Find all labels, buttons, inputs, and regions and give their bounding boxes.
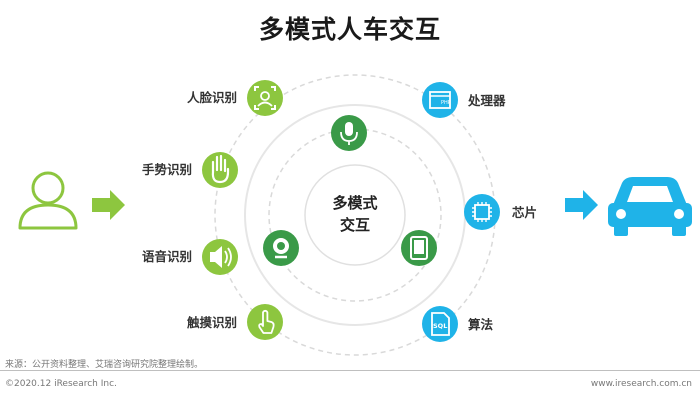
hand-gesture-icon (202, 152, 238, 188)
label-chip: 芯片 (512, 205, 538, 220)
page-title: 多模式人车交互 (258, 15, 441, 44)
label-gesture-recognition: 手势识别 (141, 162, 192, 177)
website-link: www.iresearch.com.cn (590, 379, 692, 389)
source-note: 来源：公开资料整理、艾瑞咨询研究院整理绘制。 (5, 360, 204, 370)
microphone-icon (331, 115, 367, 151)
label-algorithm: 算法 (468, 317, 494, 332)
speaker-icon (202, 239, 238, 275)
copyright-text: ©2020.12 iResearch Inc. (5, 379, 117, 389)
tablet-icon (401, 230, 437, 266)
center-label-line1: 多模式 (332, 194, 378, 212)
label-touch-recognition: 触摸识别 (186, 315, 237, 330)
car-icon (608, 177, 692, 236)
camera-icon (263, 230, 299, 266)
sql-file-icon: SQL (422, 306, 458, 342)
center-circle (304, 164, 406, 266)
face-recognition-icon (247, 80, 283, 116)
center-label: 多模式 交互 (310, 192, 400, 236)
processor-window-icon: PHP (422, 82, 458, 118)
svg-text:PHP: PHP (441, 100, 451, 106)
footer-divider (0, 370, 700, 371)
touch-icon (247, 304, 283, 340)
chip-icon (464, 194, 500, 230)
label-voice-recognition: 语音识别 (141, 249, 192, 264)
green-arrow-icon (92, 190, 125, 220)
label-face-recognition: 人脸识别 (186, 90, 237, 105)
inner-dashed-ring (268, 128, 442, 302)
person-icon (18, 171, 78, 230)
center-label-line2: 交互 (339, 216, 370, 234)
blue-arrow-icon (565, 190, 598, 220)
label-processor: 处理器 (468, 93, 506, 108)
svg-text:SQL: SQL (433, 322, 447, 330)
